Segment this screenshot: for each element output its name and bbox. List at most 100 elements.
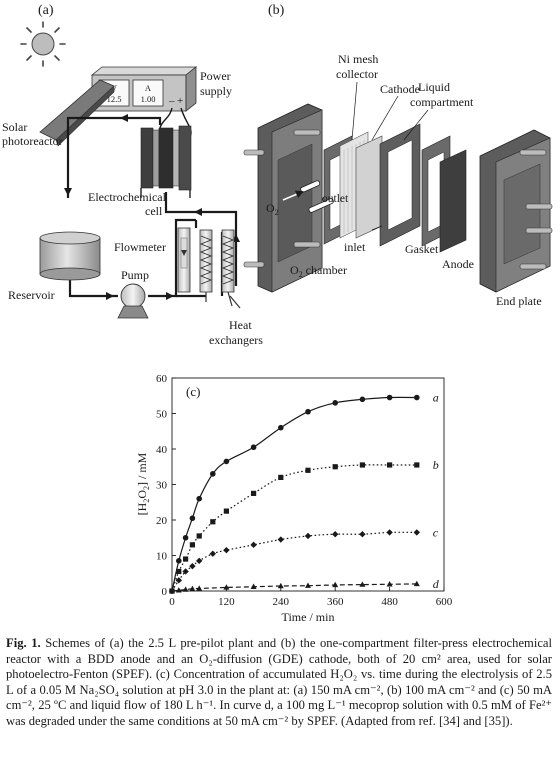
meter-a-label: A — [145, 83, 152, 93]
data-point-b — [251, 490, 257, 496]
data-point-c — [359, 531, 366, 538]
series-d: d — [169, 577, 440, 594]
reservoir — [39, 231, 101, 281]
reservoir-label: Reservoir — [8, 288, 55, 302]
meter-a-value: 1.00 — [141, 94, 156, 104]
data-point-d — [196, 585, 203, 591]
data-point-a — [359, 396, 366, 403]
inlet-outlet-tubes — [300, 180, 334, 213]
end-plate — [479, 129, 553, 293]
data-point-d — [175, 587, 182, 593]
data-point-b — [387, 462, 393, 468]
y-tick-label: 60 — [156, 373, 168, 385]
cathode-label: Cathode — [380, 82, 420, 96]
y-tick-label: 10 — [156, 551, 168, 563]
minus-terminal: – — [168, 95, 175, 107]
ni-label-1: Ni mesh — [338, 52, 378, 66]
data-point-a — [196, 495, 202, 502]
flowmeter-label: Flowmeter — [114, 240, 166, 254]
data-point-d — [386, 581, 393, 587]
data-point-d — [189, 585, 196, 592]
data-point-b — [196, 533, 202, 539]
liquid-label-2: compartment — [410, 95, 474, 109]
y-tick-label: 40 — [156, 444, 168, 456]
liquid-compartment — [379, 123, 421, 247]
meter-v-label: V — [111, 83, 118, 93]
cathode — [355, 135, 383, 239]
series-line-b — [171, 464, 417, 592]
y-tick-label: 50 — [156, 409, 168, 421]
data-point-c — [304, 532, 312, 540]
heat-exchangers — [199, 229, 241, 309]
x-tick-label: 600 — [436, 596, 453, 608]
data-point-d — [182, 586, 189, 592]
data-point-a — [332, 400, 339, 406]
pump — [117, 283, 149, 319]
data-point-c — [413, 529, 420, 536]
x-tick-label: 480 — [381, 596, 398, 608]
data-point-b — [183, 556, 189, 562]
data-point-a — [386, 394, 393, 401]
anode — [439, 149, 467, 253]
data-point-b — [359, 462, 365, 468]
ammeter-display — [132, 79, 164, 107]
caption-text: Schemes of (a) the 2.5 L pre-pilot plant… — [6, 636, 553, 728]
flowmeter — [177, 227, 191, 293]
data-point-b — [176, 568, 182, 575]
data-point-d — [305, 582, 311, 588]
series-line-d — [171, 583, 417, 592]
hx-label-1: Heat — [229, 318, 252, 332]
x-tick-label: 0 — [169, 596, 175, 608]
data-point-d — [250, 583, 257, 589]
y-tick-label: 20 — [156, 515, 168, 527]
x-tick-label: 120 — [218, 596, 235, 608]
data-point-b — [332, 464, 338, 470]
data-point-a — [210, 471, 216, 477]
data-point-b — [305, 467, 311, 473]
data-point-d — [413, 580, 420, 587]
inlet-label: inlet — [344, 240, 366, 254]
data-point-b — [414, 462, 420, 468]
series-line-c — [171, 531, 417, 592]
cell-label-2: cell — [145, 204, 163, 218]
power-supply-label-2: supply — [200, 84, 232, 98]
panel-label-c: (c) — [186, 384, 200, 399]
o2-chamber-label: O2 chamber — [290, 263, 347, 279]
data-point-a — [250, 444, 257, 451]
outlet-label: outlet — [322, 193, 349, 205]
data-point-c — [175, 577, 182, 584]
end-plate-label: End plate — [496, 294, 542, 308]
sun-icon — [20, 21, 66, 67]
x-tick-label: 360 — [327, 596, 344, 608]
x-axis-ticks: 0 120 240 360 480 600 — [169, 587, 453, 608]
callout-lines — [351, 81, 429, 231]
power-supply-label-1: Power — [200, 69, 231, 83]
x-axis-title: Time / min — [282, 610, 335, 624]
data-point-a — [414, 394, 420, 401]
caption-fig-label: Fig. 1. — [6, 636, 41, 650]
data-point-a — [176, 558, 182, 564]
data-point-a — [305, 408, 311, 415]
data-point-c — [223, 546, 230, 554]
pump-label: Pump — [121, 268, 149, 282]
solar-photoreactor — [39, 79, 115, 147]
data-point-c — [277, 536, 284, 543]
series-label-c: c — [433, 525, 439, 539]
x-tick-label: 240 — [273, 596, 290, 608]
solar-label-2: photoreactor — [2, 134, 63, 148]
figure-caption: Fig. 1. Schemes of (a) the 2.5 L pre-pil… — [6, 636, 552, 730]
data-point-d — [223, 584, 230, 590]
solar-label-1: Solar — [2, 120, 27, 134]
series-label-d: d — [433, 577, 440, 591]
data-point-c — [332, 531, 339, 538]
data-point-d — [359, 581, 366, 587]
scheme-b: (b) — [243, 3, 553, 308]
data-point-a — [182, 534, 189, 541]
series-line-a — [171, 396, 417, 592]
series-label-a: a — [433, 391, 439, 405]
meter-v-value: 12.5 — [107, 94, 122, 104]
series-a: a — [169, 391, 439, 594]
data-point-c — [386, 529, 393, 536]
